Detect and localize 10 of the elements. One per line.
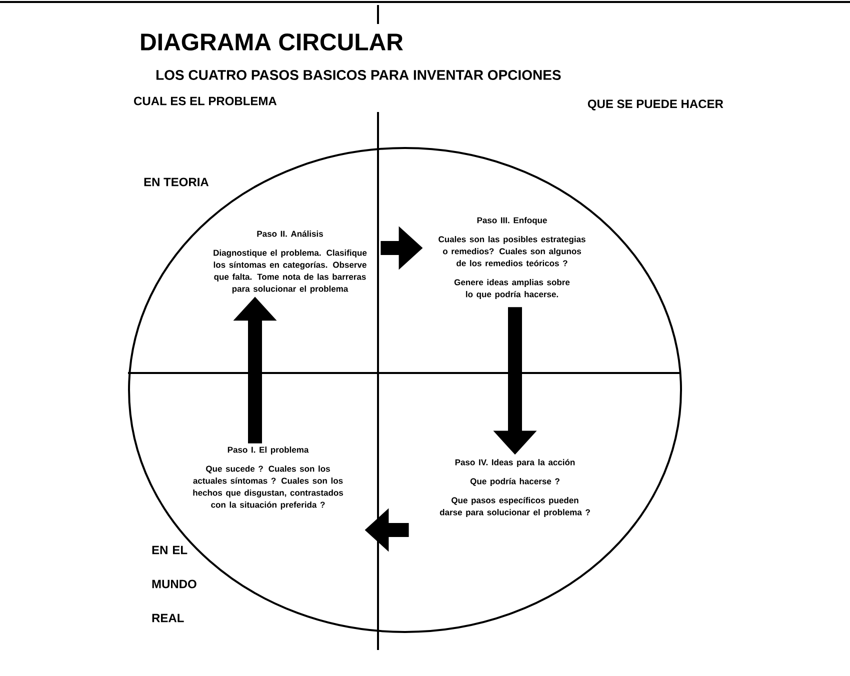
- subtitle: LOS CUATRO PASOS BASICOS PARA INVENTAR OPCIONES: [156, 70, 561, 80]
- row-heading: EN TEORIA: [144, 178, 209, 186]
- step-text: Paso II. Análisis Diagnostique el problema. Clasifique los síntomas en categorías. Observe que falta. Tome nota de las barreras para solucionar el problema: [214, 230, 367, 294]
- row-heading: EN EL MUNDO REAL: [152, 546, 196, 622]
- title: DIAGRAMA CIRCULAR: [141, 34, 403, 50]
- column-heading: QUE SE PUEDE HACER: [588, 100, 724, 110]
- column-heading: CUAL ES EL PROBLEMA: [134, 96, 277, 106]
- step-text: Paso IV. Ideas para la acción Que podría hacerse ? Que pasos específicos pueden darse para solucionar el problema ?: [440, 458, 590, 517]
- step-text: Paso III. Enfoque Cuales son las posibles estrategias o remedios? Cuales son algunos de los remedios teóricos ? Genere ideas amplias sobre lo que podría hacerse.: [438, 217, 586, 299]
- step-text: Paso I. El problema Que sucede ? Cuales son los actuales síntomas ? Cuales son los hechos que disgustan, contrastados con la situación preferida ?: [193, 446, 344, 510]
